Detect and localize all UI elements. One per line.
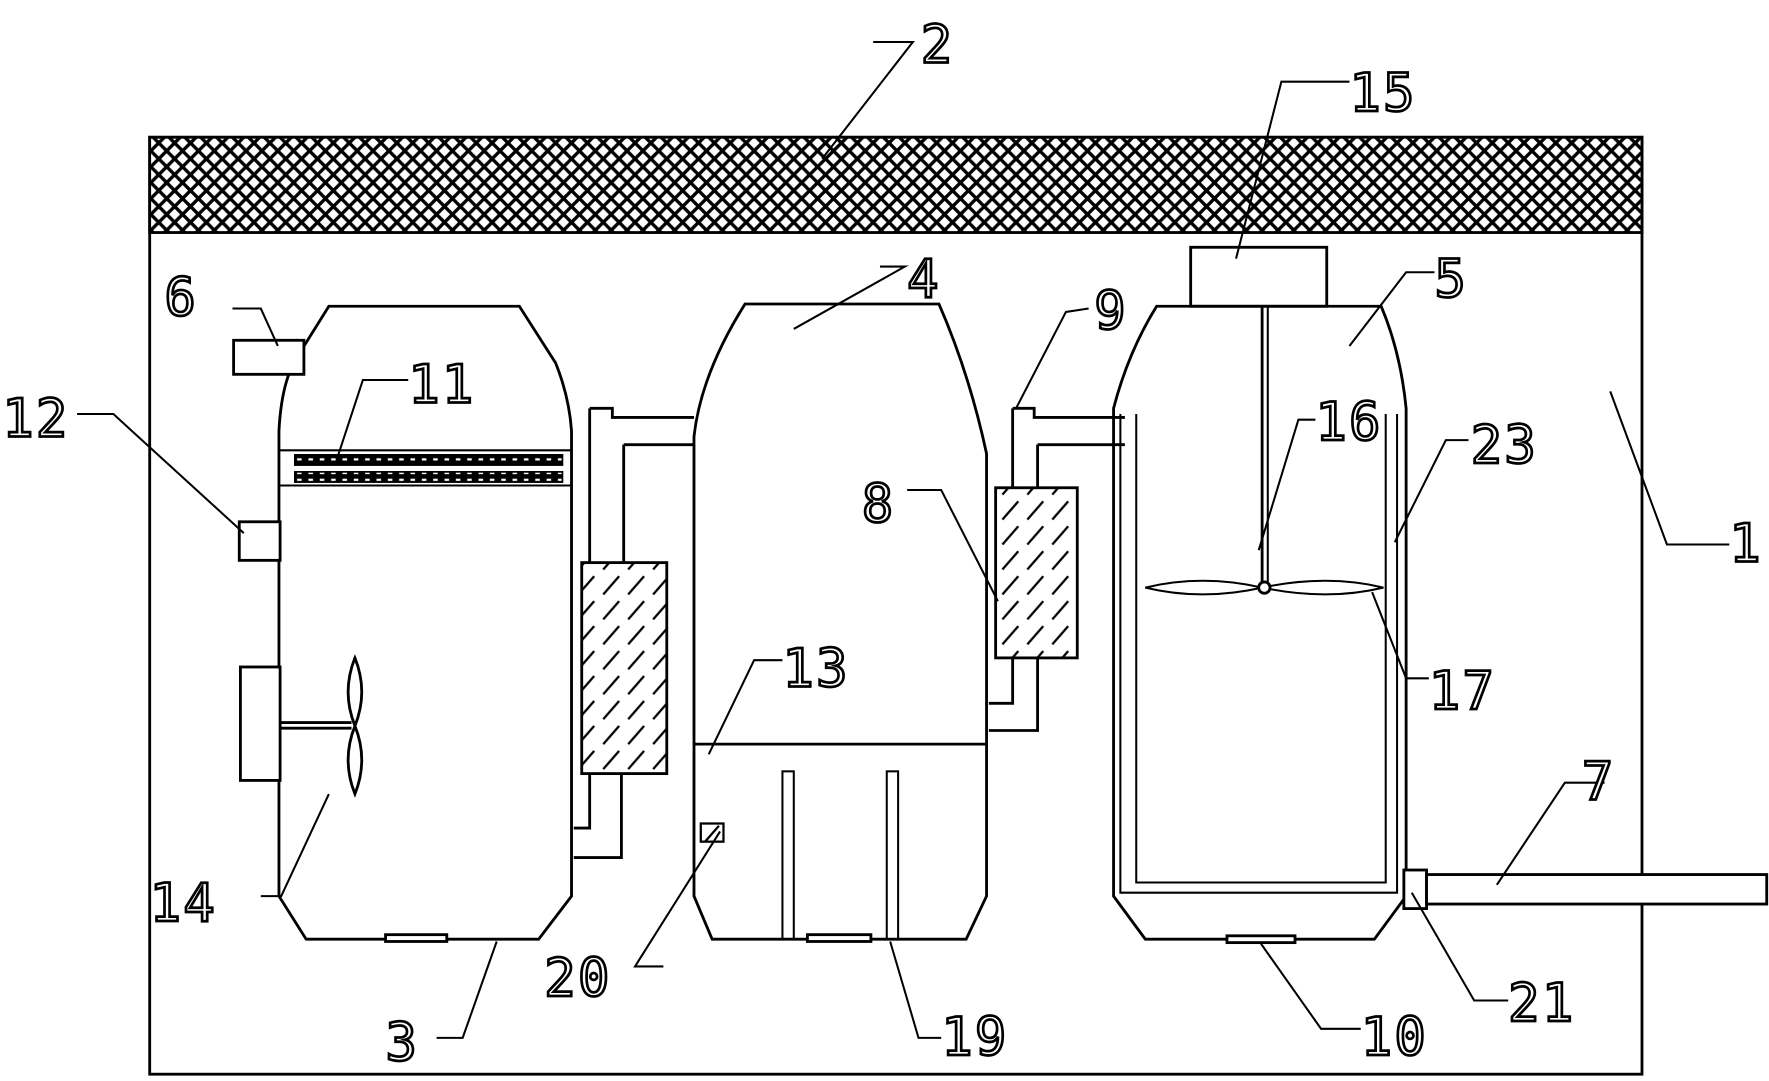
label-3: 3 xyxy=(386,1014,420,1074)
pipe-3-4 xyxy=(573,406,694,859)
label-10: 10 xyxy=(1361,1008,1428,1068)
pipe-4-5 xyxy=(988,406,1125,732)
label-15: 15 xyxy=(1349,64,1416,124)
propeller xyxy=(346,654,364,798)
top-cover xyxy=(148,135,1644,234)
label-7: 7 xyxy=(1582,753,1616,813)
label-6: 6 xyxy=(164,268,198,328)
drain-port xyxy=(1225,934,1297,945)
motor-15 xyxy=(1189,245,1329,308)
label-13: 13 xyxy=(782,639,849,699)
motor-box xyxy=(238,665,282,782)
label-1: 1 xyxy=(1729,514,1763,574)
tank-5 xyxy=(1112,245,1769,945)
filter-layer xyxy=(293,454,564,466)
label-11: 11 xyxy=(408,356,475,416)
label-17: 17 xyxy=(1429,662,1496,722)
label-2: 2 xyxy=(921,15,955,75)
drain-port xyxy=(805,933,873,943)
drain-port xyxy=(384,933,449,943)
label-8: 8 xyxy=(862,475,896,535)
label-20: 20 xyxy=(544,949,611,1009)
label-14: 14 xyxy=(150,874,217,934)
housing xyxy=(148,135,1644,1076)
label-9: 9 xyxy=(1094,282,1128,342)
label-12: 12 xyxy=(2,390,69,450)
label-21: 21 xyxy=(1508,974,1575,1034)
leader-lines xyxy=(77,40,1730,1039)
label-19: 19 xyxy=(941,1008,1008,1068)
label-4: 4 xyxy=(907,250,941,310)
side-port xyxy=(237,520,282,562)
filter-layer xyxy=(293,471,564,483)
filter-cartridge-8 xyxy=(994,486,1079,660)
tank-3 xyxy=(232,304,573,943)
tank-4 xyxy=(692,302,988,943)
sensor-20 xyxy=(699,822,725,843)
label-5: 5 xyxy=(1434,250,1468,310)
label-23: 23 xyxy=(1471,416,1538,476)
filter-cartridge xyxy=(580,561,669,776)
inlet-pipe xyxy=(232,338,306,376)
outlet-pipe xyxy=(1425,873,1769,906)
valve-21 xyxy=(1402,868,1428,911)
label-16: 16 xyxy=(1315,393,1382,453)
